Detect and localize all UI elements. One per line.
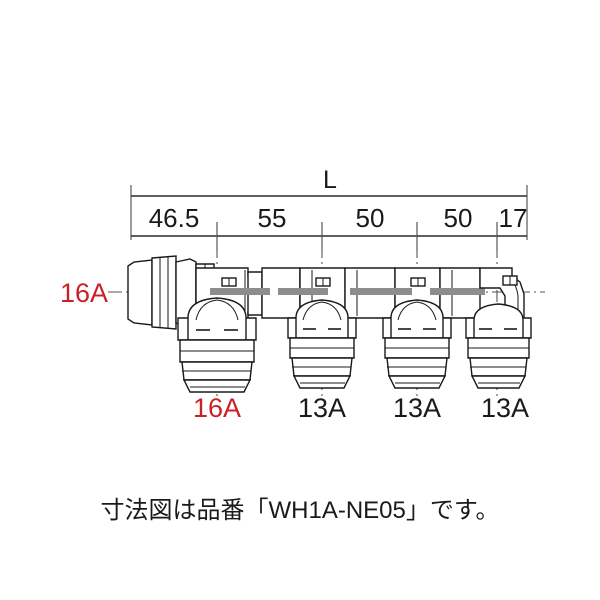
branch4-dome — [473, 303, 524, 339]
branch2-dome — [295, 299, 349, 339]
branch-centerlines — [216, 224, 498, 398]
bore-shade-4 — [430, 288, 485, 295]
caption-text: 寸法図は品番「WH1A-NE05」です。 — [101, 497, 500, 524]
branch1-dome-arc — [195, 299, 239, 321]
dimension-value-5: 17 — [499, 203, 528, 233]
dimension-value-2: 55 — [258, 203, 287, 233]
branch-fitting-13a-2 — [382, 299, 452, 389]
branch3-dome — [390, 299, 444, 339]
branch1-sleeve-lower — [182, 379, 252, 393]
inlet-bell — [127, 259, 153, 326]
dimension-value-1: 46.5 — [149, 203, 200, 233]
manifold-assembly — [127, 255, 532, 393]
dimension-value-4: 50 — [444, 203, 473, 233]
bore-shade-1 — [210, 288, 270, 295]
branch-fitting-16a — [177, 297, 257, 393]
inlet-size-label: 16A — [60, 278, 108, 308]
branch-size-label-3: 13A — [393, 393, 441, 423]
inlet-nut-body — [151, 255, 177, 330]
branch-size-label-4: 13A — [481, 393, 529, 423]
branch2-sleeve-lower — [292, 375, 352, 389]
overall-length-label: L — [323, 166, 337, 194]
dimension-value-3: 50 — [356, 203, 385, 233]
branch-size-label-2: 13A — [298, 393, 346, 423]
branch3-dome-arc — [397, 301, 437, 321]
bore-shade-2 — [278, 288, 328, 295]
branch-size-label-1: 16A — [193, 393, 241, 423]
branch4-sleeve-lower — [470, 375, 527, 389]
branch2-dome-arc — [302, 301, 342, 321]
branch3-sleeve-lower — [387, 375, 447, 389]
branch-fitting-13a-3 — [465, 303, 532, 389]
branch-fitting-13a-1 — [287, 299, 357, 389]
bore-shade-3 — [350, 288, 412, 295]
